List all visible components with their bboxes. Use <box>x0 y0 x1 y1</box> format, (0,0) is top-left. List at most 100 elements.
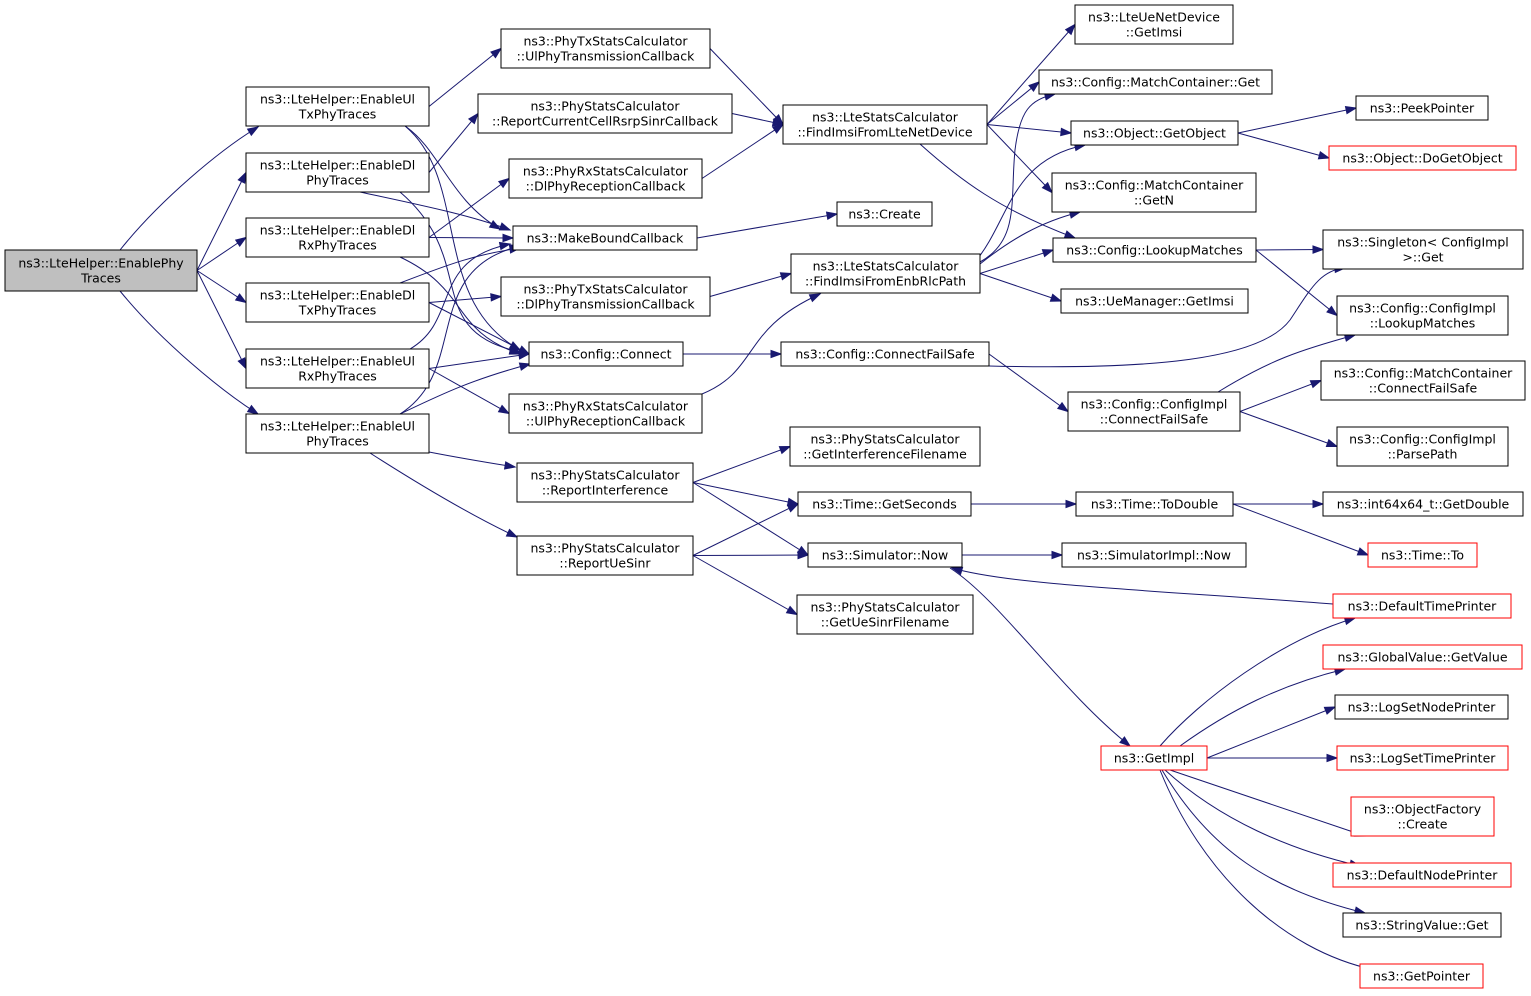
node-label-line: ns3::PhyStatsCalculator <box>530 468 680 483</box>
arrowhead-findImsiLte-to-getObject <box>1060 127 1073 137</box>
node-label-line: ns3::DefaultNodePrinter <box>1347 868 1499 883</box>
node-ns3-lteuenetdevice-getimsi[interactable]: ns3::LteUeNetDevice::GetImsi <box>1074 4 1234 45</box>
node-box <box>512 225 698 251</box>
node-ns3-phystatscalculator-reportuesinr[interactable]: ns3::PhyStatsCalculator::ReportUeSinr <box>516 535 694 576</box>
node-label-line: ::ReportUeSinr <box>559 556 651 571</box>
node-ns3-simulatorimpl-now[interactable]: ns3::SimulatorImpl::Now <box>1061 542 1247 568</box>
arrowhead-reportUeSinr-to-getUeSinrFile <box>785 605 799 616</box>
node-ns3-object-getobject[interactable]: ns3::Object::GetObject <box>1070 120 1239 146</box>
node-label-line: ::UlPhyTransmissionCallback <box>517 49 695 64</box>
edge-ulRxPhy-to-ulRxCb <box>428 368 510 414</box>
node-ns3-uemanager-getimsi[interactable]: ns3::UeManager::GetImsi <box>1060 288 1249 314</box>
node-label-line: ns3::Config::ConnectFailSafe <box>795 347 975 362</box>
node-ns3-phystatscalculator-reportinterference[interactable]: ns3::PhyStatsCalculator::ReportInterfere… <box>516 462 694 503</box>
node-ns3-objectfactory-create[interactable]: ns3::ObjectFactory::Create <box>1350 796 1495 837</box>
node-ns3-singleton-configimpl-get[interactable]: ns3::Singleton< ConfigImpl>::Get <box>1322 229 1524 270</box>
node-label-line: ns3::Config::LookupMatches <box>1066 243 1242 258</box>
node-ns3-time-getseconds[interactable]: ns3::Time::GetSeconds <box>797 491 972 517</box>
node-ns3-object-dogetobject[interactable]: ns3::Object::DoGetObject <box>1328 145 1517 171</box>
node-ns3-peekpointer[interactable]: ns3::PeekPointer <box>1355 95 1489 121</box>
node-ns3-time-todouble[interactable]: ns3::Time::ToDouble <box>1075 491 1234 517</box>
node-label-line: ::DlPhyReceptionCallback <box>526 179 686 194</box>
node-ns3-config-matchcontainer-connectfailsafe[interactable]: ns3::Config::MatchContainer::ConnectFail… <box>1320 360 1526 401</box>
edge-dlTxPhy-to-cfgConnect <box>428 302 530 355</box>
node-ns3-phystatscalculator-getuesinrfilename[interactable]: ns3::PhyStatsCalculator::GetUeSinrFilena… <box>796 594 974 635</box>
node-ns3-logsetnodeprinter[interactable]: ns3::LogSetNodePrinter <box>1334 694 1509 720</box>
arrowhead-dlTxPhy-to-dlTxCb <box>490 293 503 302</box>
edge-root-to-dlPhy <box>196 172 247 271</box>
arrowhead-reportInterf-to-getInterfFile <box>778 445 792 455</box>
node-ns3-getpointer[interactable]: ns3::GetPointer <box>1359 963 1484 989</box>
arrowhead-dlPhy-to-makeBound <box>498 222 512 231</box>
edge-getImpl-to-logNodePrinter <box>1206 706 1336 759</box>
node-ns3-config-configimpl-lookupmatches[interactable]: ns3::Config::ConfigImpl::LookupMatches <box>1336 295 1509 336</box>
node-label-line: ns3::Object::GetObject <box>1083 126 1226 141</box>
node-ns3-logsettimeprinter[interactable]: ns3::LogSetTimePrinter <box>1336 745 1509 771</box>
edge-dlPhy-to-makeBound <box>359 191 511 231</box>
node-label-line: ns3::PhyTxStatsCalculator <box>523 282 688 297</box>
node-box <box>1051 172 1257 213</box>
node-box <box>780 341 990 367</box>
node-box <box>4 249 198 292</box>
node-ns3-defaultnodeprinter[interactable]: ns3::DefaultNodePrinter <box>1332 862 1512 888</box>
node-ns3-time-to[interactable]: ns3::Time::To <box>1367 542 1478 568</box>
node-ns3-ltestatscalculator-findimsifromenbrlcpath[interactable]: ns3::LteStatsCalculator::FindImsiFromEnb… <box>790 253 981 294</box>
node-label-line: ns3::StringValue::Get <box>1355 918 1488 933</box>
arrowhead-findImsiLte-to-lteUeGetImsi <box>1064 23 1076 36</box>
node-ns3-phytxstatscalculator-dlphytransmissioncallback[interactable]: ns3::PhyTxStatsCalculator::DlPhyTransmis… <box>500 276 711 317</box>
node-box <box>807 542 963 568</box>
node-ns3-makeboundcallback[interactable]: ns3::MakeBoundCallback <box>512 225 698 251</box>
node-ns3-phyrxstatscalculator-dlphyreceptioncallback[interactable]: ns3::PhyRxStatsCalculator::DlPhyReceptio… <box>508 158 703 199</box>
edge-dlTxCb-to-findImsiEnb <box>709 273 792 297</box>
node-ns3-config-connect[interactable]: ns3::Config::Connect <box>528 341 684 367</box>
edge-getObject-to-doGetObject <box>1237 132 1330 159</box>
node-box <box>797 491 972 517</box>
node-label-line: ns3::Time::ToDouble <box>1091 497 1219 512</box>
node-ns3-simulator-now[interactable]: ns3::Simulator::Now <box>807 542 963 568</box>
node-ns3-defaulttimeprinter[interactable]: ns3::DefaultTimePrinter <box>1332 593 1512 619</box>
node-box <box>1074 4 1234 45</box>
edge-reportUeSinr-to-getSeconds <box>692 503 799 556</box>
node-ns3-ltestatscalculator-findimsifromltenetdevice[interactable]: ns3::LteStatsCalculator::FindImsiFromLte… <box>782 104 988 145</box>
edge-getImpl-to-getPointer <box>1159 769 1376 971</box>
node-ns3-config-configimpl-connectfailsafe[interactable]: ns3::Config::ConfigImpl::ConnectFailSafe <box>1067 391 1241 432</box>
node-label-line: ns3::Create <box>848 207 921 222</box>
node-ns3-int64x64-t-getdouble[interactable]: ns3::int64x64_t::GetDouble <box>1322 491 1524 517</box>
node-label-line: ::GetImsi <box>1126 25 1183 40</box>
node-label-line: ns3::Config::MatchContainer::Get <box>1051 75 1260 90</box>
node-ns3-stringvalue-get[interactable]: ns3::StringValue::Get <box>1342 912 1502 938</box>
node-ns3-phyrxstatscalculator-ulphyreceptioncallback[interactable]: ns3::PhyRxStatsCalculator::UlPhyReceptio… <box>508 393 703 434</box>
node-label-line: ns3::Config::ConfigImpl <box>1081 397 1228 412</box>
node-label-line: ::GetUeSinrFilename <box>821 615 950 630</box>
edge-dlTxPhy-to-dlTxCb <box>428 296 502 303</box>
edge-getImpl-to-strValGet <box>1161 769 1366 914</box>
node-ns3-phystatscalculator-getinterferencefilename[interactable]: ns3::PhyStatsCalculator::GetInterference… <box>789 426 981 467</box>
edge-dlRxPhy-to-makeBound <box>428 237 514 239</box>
arrowhead-ulPhy-to-reportUeSinr <box>505 528 519 538</box>
node-box <box>789 426 981 467</box>
edge-implConnectFS-to-implLookup <box>1217 334 1356 393</box>
node-label-line: ns3::SimulatorImpl::Now <box>1077 548 1231 563</box>
arrowhead-rsrpCb-to-findImsiLte <box>771 118 785 127</box>
arrowhead-root-to-ulPhy <box>246 404 260 415</box>
node-ns3-config-matchcontainer-get[interactable]: ns3::Config::MatchContainer::Get <box>1038 69 1273 95</box>
node-label-line: ns3::LogSetNodePrinter <box>1348 700 1497 715</box>
node-ns3-create[interactable]: ns3::Create <box>836 201 933 227</box>
edge-getImpl-to-objFactCreate <box>1169 769 1366 837</box>
node-ns3-phytxstatscalculator-ulphytransmissioncallback[interactable]: ns3::PhyTxStatsCalculator::UlPhyTransmis… <box>500 28 711 69</box>
node-ns3-getimpl[interactable]: ns3::GetImpl <box>1100 745 1208 771</box>
node-ns3-config-configimpl-parsepath[interactable]: ns3::Config::ConfigImpl::ParsePath <box>1336 426 1509 467</box>
node-ns3-config-matchcontainer-getn[interactable]: ns3::Config::MatchContainer::GetN <box>1051 172 1257 213</box>
edge-reportUeSinr-to-simNow <box>692 554 809 556</box>
edge-root-to-ulRxPhy <box>196 270 247 369</box>
node-ns3-config-lookupmatches[interactable]: ns3::Config::LookupMatches <box>1052 237 1257 263</box>
node-ns3-globalvalue-getvalue[interactable]: ns3::GlobalValue::GetValue <box>1322 644 1523 670</box>
node-ns3-config-connectfailsafe[interactable]: ns3::Config::ConnectFailSafe <box>780 341 990 367</box>
node-ns3-phystatscalculator-reportcurrentcellrsrpsinrcallback[interactable]: ns3::PhyStatsCalculator::ReportCurrentCe… <box>477 93 733 134</box>
